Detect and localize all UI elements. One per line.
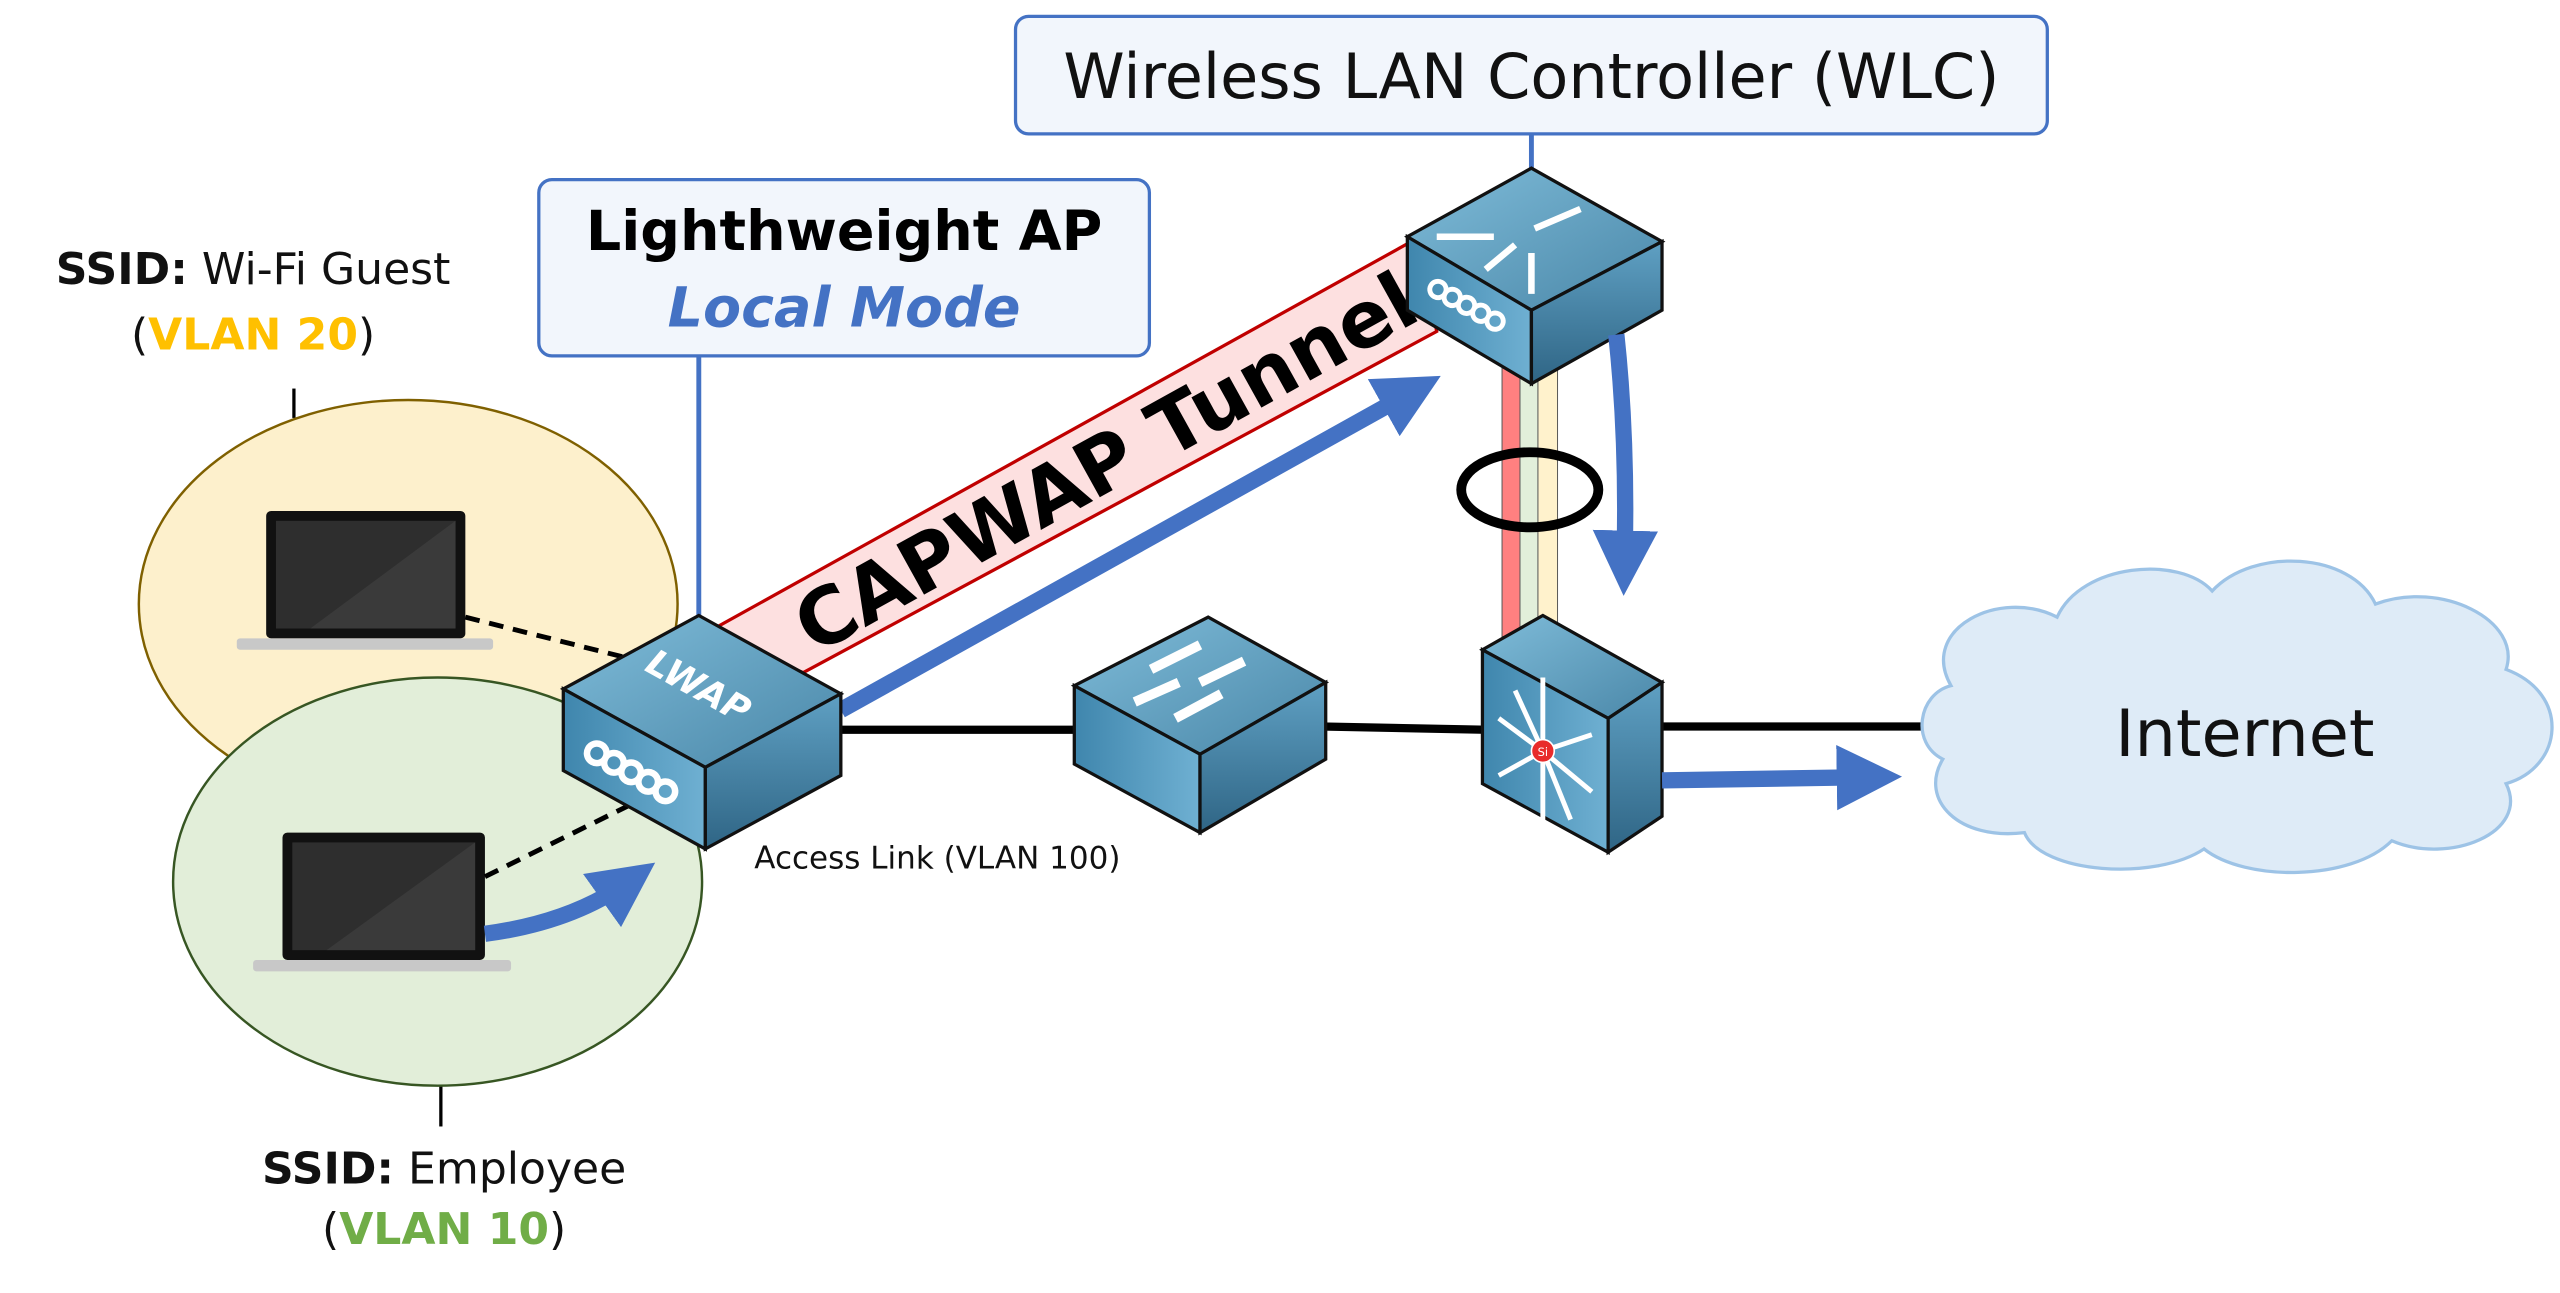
si-badge [1530, 738, 1556, 764]
trunk-vlan-red [1501, 358, 1521, 638]
trunk-vlan-green [1519, 358, 1539, 638]
laptop-icon [253, 832, 512, 972]
internet-traffic-arrow [1661, 744, 1903, 811]
wireless-link [483, 797, 642, 879]
wireless-link [464, 614, 641, 664]
wlc-label-box [1013, 14, 2049, 136]
port-channel-ellipse [1456, 447, 1604, 533]
employee-ssid-label: SSID: Employee [262, 1144, 626, 1195]
switch-arrows-icon [1132, 640, 1247, 723]
employee-vlan-label: (VLAN 10) [322, 1204, 566, 1255]
trunk-vlan-yellow [1537, 358, 1559, 638]
wlc-return-arrow [1592, 333, 1658, 596]
internet-cloud[interactable] [1920, 559, 2554, 875]
si-badge-label: Si [1538, 745, 1548, 759]
antenna-icon [583, 740, 679, 805]
guest-vlan-label: (VLAN 20) [131, 309, 375, 360]
access-switch[interactable] [1070, 615, 1330, 836]
wlc-device[interactable] [1404, 166, 1666, 387]
multilayer-switch[interactable]: Si [1479, 613, 1666, 856]
wlc-arrows-icon [1436, 205, 1582, 294]
tunnel-traffic-arrow [836, 375, 1441, 718]
traffic-arrow [483, 862, 656, 942]
ap-label-mode: Local Mode [668, 276, 1021, 341]
antenna-icon [1427, 278, 1506, 332]
link [1322, 722, 1486, 734]
wlc-label: Wireless LAN Controller (WLC) [1063, 40, 1999, 113]
access-link-label: Access Link (VLAN 100) [754, 841, 1120, 877]
laptop-icon [236, 510, 494, 650]
guest-ssid-label: SSID: Wi-Fi Guest [56, 244, 451, 295]
lwap-device[interactable]: LWAP [559, 613, 845, 852]
ap-label-box [537, 177, 1152, 358]
ap-label-title: Lighthweight AP [586, 199, 1102, 264]
internet-label: Internet [2115, 696, 2374, 772]
